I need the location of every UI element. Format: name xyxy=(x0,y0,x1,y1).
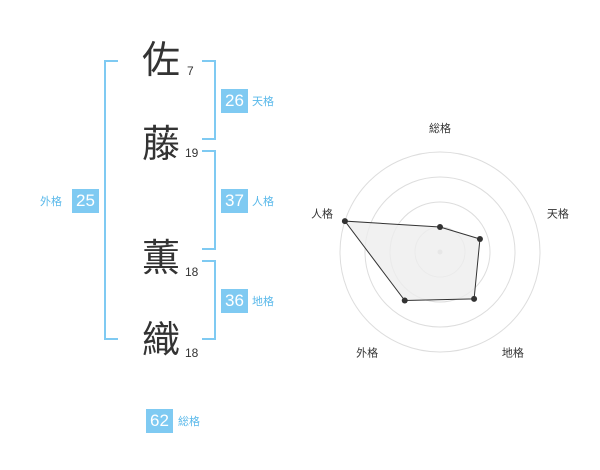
radar-points xyxy=(341,218,483,304)
radar-point-4 xyxy=(401,297,408,304)
radar-point-5 xyxy=(341,218,348,225)
radar-ring xyxy=(364,176,516,328)
soukaku-label: 総格 xyxy=(178,415,200,428)
radar-axis-label-4: 外格 xyxy=(356,345,378,359)
stroke-count-4: 18 xyxy=(185,346,199,360)
radar-point-1 xyxy=(437,224,443,230)
radar-point-2 xyxy=(476,236,483,243)
chikaku-value-badge: 36 xyxy=(221,289,248,313)
name-char-3: 薫 xyxy=(142,236,181,280)
gaikaku-bracket xyxy=(104,60,118,340)
gaikaku-value-badge: 25 xyxy=(72,189,99,213)
stroke-count-3: 18 xyxy=(185,265,199,279)
chikaku-bracket xyxy=(202,260,216,340)
radar-axis-label-3: 地格 xyxy=(502,345,524,359)
stroke-count-1: 7 xyxy=(187,64,194,78)
radar-axis-label-5: 人格 xyxy=(311,207,333,221)
radar-ring xyxy=(339,151,541,353)
soukaku-value-badge: 62 xyxy=(146,409,173,433)
tenkaku-label: 天格 xyxy=(252,95,274,108)
jinkaku-bracket xyxy=(202,150,216,250)
jinkaku-value-badge: 37 xyxy=(221,189,248,213)
tenkaku-bracket xyxy=(202,60,216,140)
tenkaku-value-badge: 26 xyxy=(221,89,248,113)
gaikaku-label: 外格 xyxy=(40,195,62,208)
radar-axis-label-1: 総格 xyxy=(429,121,451,135)
radar-axis-label-2: 天格 xyxy=(547,207,569,221)
jinkaku-label: 人格 xyxy=(252,195,274,208)
radar-point-3 xyxy=(471,295,478,302)
name-char-2: 藤 xyxy=(142,122,181,166)
stroke-count-2: 19 xyxy=(185,146,199,160)
name-char-1: 佐 xyxy=(142,38,181,82)
radar-area xyxy=(343,220,481,302)
chikaku-label: 地格 xyxy=(252,295,274,308)
name-char-4: 織 xyxy=(142,318,181,362)
